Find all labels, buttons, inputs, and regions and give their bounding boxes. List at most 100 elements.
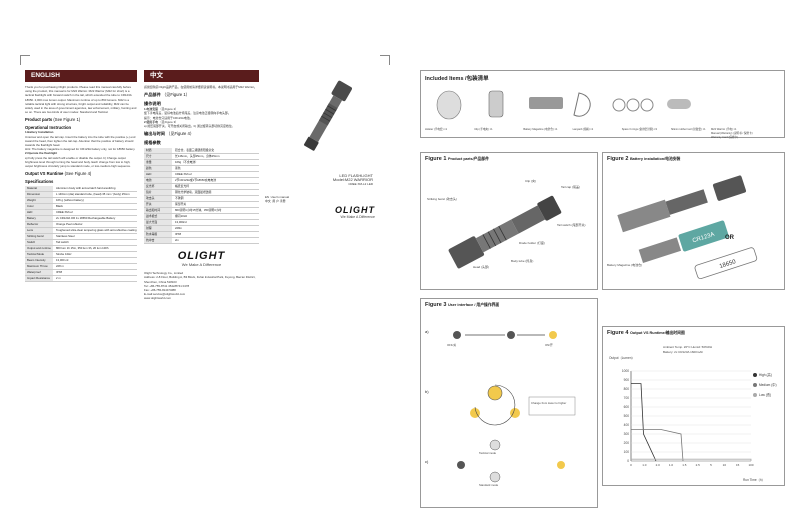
spec-key: Tactical Mode [25,252,53,258]
legend-label: High (高) [759,372,772,377]
fig3-tactical: Tactical mode [479,451,497,455]
spec-key: Material [25,186,53,192]
x-tick-label: 0 [630,463,632,467]
y-tick-label: 300 [624,432,630,436]
legend-label: Low (低) [759,392,771,397]
spec-row: 镜片钢化光学玻璃，双面镀增透膜 [144,190,259,197]
spec-key: 攻击头 [144,196,172,202]
crop-mark [20,55,30,65]
cn-use-heading: 2.使用手电 （见Figure 3） [144,119,179,124]
label-tail-switch: Tail switch (尾部开关) [557,223,586,227]
left-page: ENGLISH Thank you for purchasing Olight … [20,55,390,510]
label-head: Head (头部) [473,265,490,269]
spec-key: Dimension [25,192,53,198]
figure-2: Figure 2 Battery installation/电池安装 CR123… [602,152,785,290]
cn-op-heading: 操作说明 [144,101,161,107]
company-fax: Fax: +86-755-8149 5388 [144,288,176,293]
legend-label: Medium (中) [759,382,777,387]
cn-battery-text: 旋下手电尾盖，装好电池后拧紧尾盖，注意电池正极朝向手电头部。 [144,111,231,116]
fig4-note2: Battery: 2x CR123A 1600mAh [663,350,704,354]
figure-3-title: Figure 3 User interface / 用户操作界面 [425,302,500,308]
spec-value: 铝合金，表面三级硬质阳极氧化 [175,148,215,153]
spec-key: Weight [25,198,53,204]
fig3-b: b) [425,389,429,394]
item-label: Silicon rubber tool (硅胶套) ×1 [670,128,706,131]
lang-cn-row: 中文 用 户 手册 [265,198,286,203]
y-tick-label: 100 [624,450,630,454]
right-page: Included Items /包装清单 Holster (手电套) ×1 Cl… [412,64,790,512]
spec-value: 2 m [56,276,61,281]
spec-value: 166 g (without battery) [56,198,84,203]
spec-value: 860流明1小时15分钟，350流明3小时 [175,208,222,213]
spec-value: Tail switch [56,240,69,245]
company-block: OLIGHT We Make A Difference [144,250,259,267]
spec-value: 166g（不含电池） [175,160,199,165]
figure-1-flashlight [448,195,562,269]
battery-text: Unscrew and open the tail cap. Insert th… [25,134,136,148]
fig2-or: OR [725,235,734,241]
spec-value: Aluminum body with anti-scratch hard ano… [56,186,116,191]
spec-row: 开关尾部开关 [144,202,259,209]
series-line [631,458,752,461]
cn-use-text: a) 按压尾部开关，可开启或关闭输出。b) 通过旋转头部切换亮度档位。 [144,124,235,129]
spec-value: CREE XM-L2 [175,172,192,177]
x-tick-label: 5 [710,463,712,467]
item-label: Lanyard (挂绳) ×1 [572,128,594,131]
cn-runtime-heading: 输出与时间 （见Figure 4） [144,131,195,137]
label-clip: Clip (夹) [525,179,536,183]
y-tick-label: 400 [624,423,630,427]
spec-key: 重量 [144,160,172,166]
spec-value: L 146mm (dia) standard tube, (head) 35 m… [56,192,130,197]
spec-key: Color [25,204,53,210]
spec-key: Lens [25,228,53,234]
english-column: ENGLISH Thank you for purchasing Olight … [25,70,137,506]
brand-logo: OLIGHT [177,250,226,263]
spec-row: 攻击头不锈钢 [144,196,259,203]
legend-marker [753,373,757,377]
spec-key: 反光杯 [144,184,172,190]
spec-key: LED [144,172,172,178]
x-tick-label: 15 [736,463,740,467]
spec-value: 2x CR123A OR 1x 18650 Rechargeable Batte… [56,216,116,221]
spec-value: 尾部开关 [175,202,187,207]
y-tick-label: 900 [624,378,630,382]
x-tick-label: 100 [748,463,753,467]
item-right-label: M22 Warrior (手电) ×1 [711,128,737,131]
figure-1-title: Figure 1 Product parts/产品部件 [425,156,489,162]
company-name: Olight Technology Co., Limited [144,271,184,276]
legend-marker [753,393,757,397]
spec-value: 黑色 [175,166,181,171]
spec-key: 射程 [144,226,172,232]
lang-en-row: EN User's manual [265,194,290,199]
y-tick-label: 1000 [622,369,629,373]
spec-value: 爆闪10Hz [175,214,188,219]
x-tick-label: 10 [723,463,727,467]
label-tail-cap: Tail cap (尾盖) [561,185,581,189]
spec-value: Black [56,204,63,209]
company-tel: Tel: +86-755-8741 4542/8741 0478 [144,283,190,288]
cover-tagline: We Make A Difference [340,215,376,220]
cn-parts-heading: 产品部件 （见Figure 1） [144,92,190,98]
y-tick-label: 0 [627,459,629,463]
label-diode: Diode holder (灯座) [519,241,545,245]
spec-value: CREE XM-L2 [56,210,73,215]
fig2-magazine: Battery Magazine (电池仓) [607,263,643,267]
spec-key: Beam Intensity [25,258,53,264]
cn-battery-note: 提示：电池仓只适用于CR123A电池。 [144,115,193,120]
company-email: E-mail:service@olightworld.com [144,292,186,297]
spec-value: 228 m [56,264,64,269]
spec-key: 抗冲击 [144,238,172,244]
spec-key: 尺寸 [144,154,172,160]
x-tick-label: 2.5 [696,463,701,467]
spec-value: 长146mm，头部35mm，身体25mm [175,154,220,159]
cover-model: Model:M22 WARRIOR [332,177,373,183]
